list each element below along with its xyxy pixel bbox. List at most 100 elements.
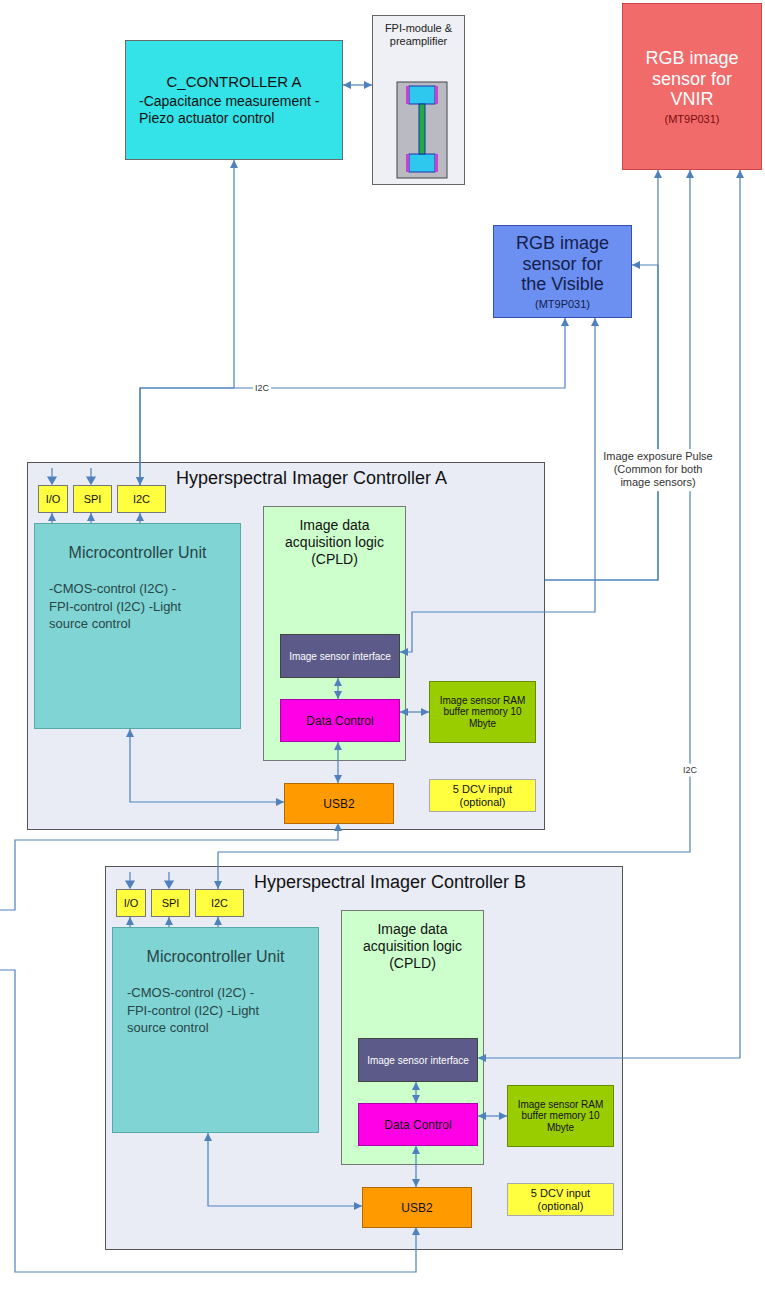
arrow-head [136, 477, 144, 485]
mcu-box: Microcontroller Unit -CMOS-control (I2C) … [112, 927, 319, 1133]
arrow-head [478, 1054, 486, 1062]
arrow-head [87, 513, 95, 521]
arrow-head [400, 648, 408, 656]
connector [478, 1112, 507, 1120]
arrow-head [165, 917, 173, 925]
arrow-head [136, 513, 144, 521]
port-box: I2C [117, 485, 166, 513]
port-box: I/O [116, 889, 146, 917]
box-title: SPI [162, 897, 180, 909]
connector [136, 318, 569, 485]
arrow-head [364, 81, 372, 89]
arrow-head [230, 160, 238, 168]
connector [412, 1082, 420, 1103]
arrow-head [334, 742, 342, 750]
box-title: Microcontroller Unit [147, 948, 285, 966]
box-title: Hyperspectral Imager Controller A [30, 465, 447, 489]
mcu-box: Microcontroller Unit -CMOS-control (I2C) … [34, 523, 241, 729]
connector [204, 1133, 362, 1210]
arrow-head [214, 917, 222, 925]
box-title: FPI-module & preamplifier [375, 22, 462, 48]
connector [214, 917, 222, 927]
box-title: RGB image sensor for VNIR [636, 48, 748, 110]
box-title: I/O [46, 493, 61, 505]
edge-group [48, 81, 744, 1210]
box-title: Image data acquisition logic (CPLD) [266, 517, 403, 567]
interface-box: Image sensor interface [358, 1038, 478, 1082]
box-title: Image sensor interface [289, 651, 391, 662]
connector [343, 81, 372, 89]
arrow-head [343, 81, 351, 89]
connector-line [218, 170, 690, 889]
box-title: Hyperspectral Imager Controller B [108, 869, 526, 893]
controller-box: C_CONTROLLER A-Capacitance measurement -… [125, 40, 343, 160]
port-box: I/O [38, 485, 68, 513]
box-body: -Capacitance measurement -Piezo actuator… [139, 93, 329, 128]
power-input-box: 5 DCV input (optional) [429, 779, 536, 812]
box-title: I/O [124, 897, 139, 909]
arrow-head [276, 798, 284, 806]
box-title: Image data acquisition logic (CPLD) [344, 921, 481, 971]
arrow-head [412, 1179, 420, 1187]
connector [400, 708, 429, 716]
memory-box: Image sensor RAM buffer memory 10 Mbyte [429, 681, 536, 743]
arrow-head [412, 1082, 420, 1090]
arrow-head [412, 1095, 420, 1103]
box-title: I2C [211, 897, 228, 909]
box-title: Image sensor RAM buffer memory 10 Mbyte [510, 1099, 611, 1134]
connector [214, 170, 694, 889]
edge-label: Image exposure Pulse (Common for both im… [600, 449, 716, 491]
arrow-head [654, 170, 662, 178]
data-control-box: Data Control [358, 1103, 478, 1146]
connector [136, 160, 238, 485]
box-title: Data Control [384, 1118, 451, 1132]
usb-box: USB2 [362, 1187, 472, 1228]
port-box: SPI [151, 889, 190, 917]
connector-line [400, 318, 595, 652]
connector-line [545, 265, 658, 580]
io-stubs [48, 468, 173, 888]
box-title: Data Control [306, 714, 373, 728]
arrow-head [126, 729, 134, 737]
arrow-head [400, 708, 408, 716]
arrow-head [334, 678, 342, 686]
connector-line [545, 170, 658, 580]
controller-board: Hyperspectral Imager Controller A I/O SPI I… [27, 462, 545, 830]
arrow-head [686, 170, 694, 178]
box-title: SPI [84, 493, 102, 505]
box-body: (MT9P031) [535, 298, 590, 310]
connector [545, 261, 658, 580]
arrow-head [736, 170, 744, 178]
connector [126, 729, 284, 806]
data-control-box: Data Control [280, 699, 400, 742]
interface-box: Image sensor interface [280, 634, 400, 678]
box-title: Image sensor RAM buffer memory 10 Mbyte [432, 695, 533, 730]
sensor-box: RGB image sensor for VNIR (MT9P031) [622, 3, 762, 170]
port-box: SPI [73, 485, 112, 513]
connector [48, 513, 56, 523]
edge-label: I2C [681, 764, 699, 777]
arrow-head [126, 917, 134, 925]
box-body: -CMOS-control (I2C) -FPI-control (I2C) -… [49, 580, 199, 633]
connector-line [130, 729, 284, 802]
box-title: 5 DCV input (optional) [432, 783, 533, 808]
fpi-illustration [397, 82, 447, 178]
box-title: Microcontroller Unit [69, 544, 207, 562]
connector [478, 170, 744, 1062]
connector-line [140, 318, 565, 485]
arrow-head [632, 261, 640, 269]
arrow-head [334, 691, 342, 699]
connector-line [140, 160, 234, 485]
arrow-head [214, 881, 222, 889]
arrow-head [478, 1112, 486, 1120]
connector-line [478, 170, 740, 1058]
box-body: -CMOS-control (I2C) -FPI-control (I2C) -… [127, 984, 277, 1037]
port-box: I2C [195, 889, 244, 917]
arrow-head [136, 477, 144, 485]
arrow-head [421, 708, 429, 716]
arrow-head [354, 1202, 362, 1210]
box-body: (MT9P031) [664, 113, 719, 125]
